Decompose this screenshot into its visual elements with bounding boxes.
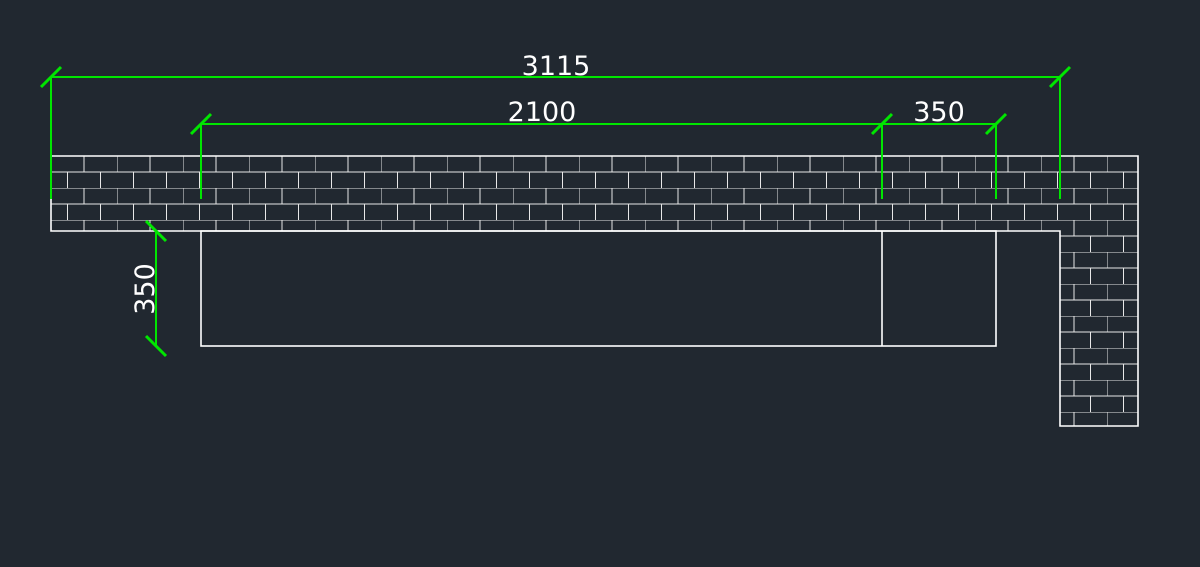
dimension-opening-label: 2100 xyxy=(508,97,577,128)
dimension-overall: 3115 xyxy=(39,51,1072,199)
wall-hatch xyxy=(51,156,1138,426)
dimension-opening: 2100 350 xyxy=(189,97,1008,199)
lintel-outline xyxy=(200,230,997,347)
dimension-overall-label: 3115 xyxy=(522,51,591,82)
dimension-depth: 350 xyxy=(130,219,168,358)
dimension-depth-label: 350 xyxy=(130,263,161,315)
wall-outline xyxy=(50,155,1139,427)
dimension-side-label: 350 xyxy=(913,97,965,128)
